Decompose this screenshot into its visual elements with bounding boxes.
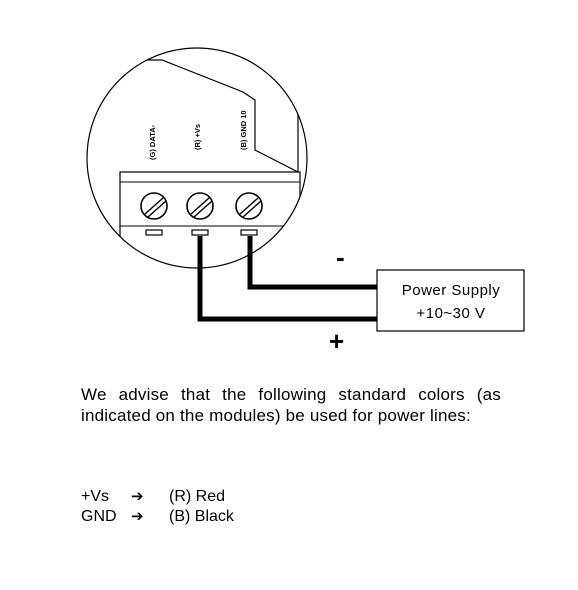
power-supply-label: Power Supply xyxy=(402,282,501,299)
terminal-screw-vs xyxy=(186,192,214,236)
terminal-screw-data xyxy=(140,192,168,236)
power-supply-box: Power Supply +10~30 V xyxy=(376,269,525,332)
mapping-row-gnd: GND ➔ (B) Black xyxy=(81,507,234,527)
right-arrow-icon: ➔ xyxy=(131,488,144,505)
wire-gnd-negative xyxy=(247,236,380,290)
module-housing xyxy=(119,48,299,173)
mapping-wire: +Vs xyxy=(81,488,110,505)
color-mapping-list: +Vs ➔ (R) Red GND ➔ (B) Black xyxy=(81,487,234,527)
plus-sign: + xyxy=(329,326,344,356)
mapping-color: (R) Red xyxy=(169,488,226,505)
terminal-block xyxy=(119,171,301,268)
minus-sign: - xyxy=(336,242,345,272)
terminal-screw-gnd xyxy=(235,192,263,236)
pin-label-vs: (R) +Vs xyxy=(193,124,202,150)
mapping-row-vs: +Vs ➔ (R) Red xyxy=(81,487,234,507)
wire-vs-positive xyxy=(197,236,380,322)
pin-label-gnd: (B) GND 10 xyxy=(239,110,248,150)
mapping-wire: GND xyxy=(81,508,117,525)
magnifier-circle xyxy=(86,47,308,269)
color-advice-paragraph: We advise that the following standard co… xyxy=(81,385,501,425)
power-supply-voltage: +10~30 V xyxy=(416,305,485,322)
pin-label-data: (G) DATA- xyxy=(148,124,157,160)
connector-magnified-view: (G) DATA- (R) +Vs (B) GND 10 xyxy=(86,47,308,269)
wiring-diagram: (G) DATA- (R) +Vs (B) GND 10 - + Po xyxy=(86,47,525,356)
right-arrow-icon: ➔ xyxy=(131,508,144,525)
mapping-color: (B) Black xyxy=(169,508,234,525)
